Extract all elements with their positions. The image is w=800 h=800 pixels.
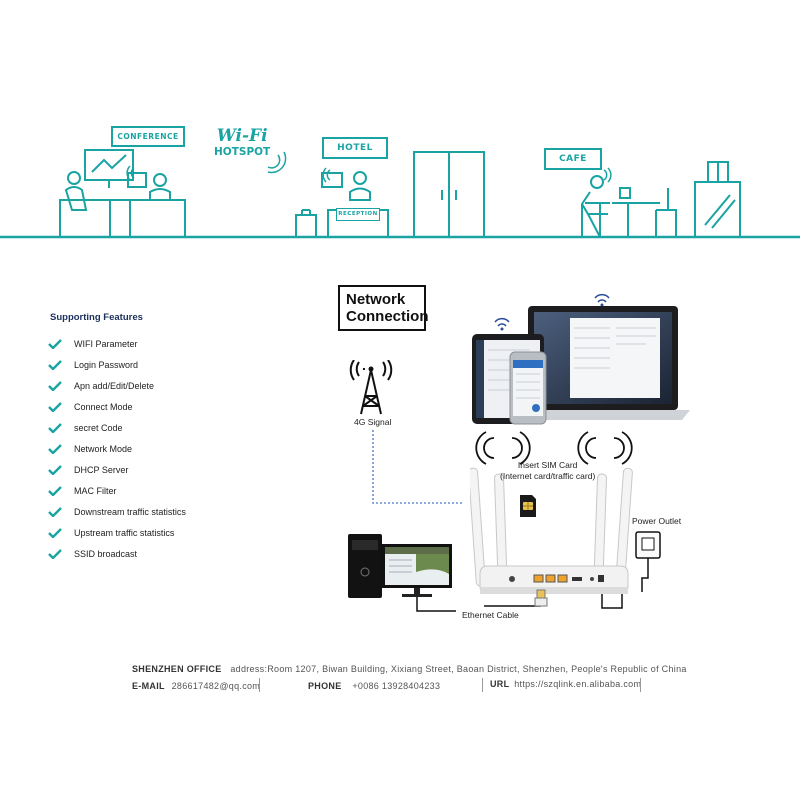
feature-label: secret Code bbox=[74, 422, 123, 433]
feature-label: SSID broadcast bbox=[74, 549, 138, 560]
wifi-logo-text: Wi-Fi bbox=[216, 126, 268, 146]
phone-line: PHONE +0086 13928404233 bbox=[308, 681, 440, 691]
ethernet-cable-label: Ethernet Cable bbox=[462, 610, 519, 620]
feature-label: Downstream traffic statistics bbox=[74, 507, 186, 518]
phone-value: +0086 13928404233 bbox=[352, 681, 441, 691]
feature-label: WIFI Parameter bbox=[74, 338, 138, 349]
feature-item: SSID broadcast bbox=[48, 544, 186, 565]
feature-label: MAC Filter bbox=[74, 486, 117, 497]
venue-banner-illustration bbox=[0, 149, 800, 239]
sim-label-line1: Insert SIM Card bbox=[517, 460, 578, 470]
reception-sign: RECEPTION bbox=[336, 208, 380, 221]
ethernet-plug-icon bbox=[534, 589, 548, 607]
feature-item: DHCP Server bbox=[48, 460, 186, 481]
phone-label: PHONE bbox=[308, 681, 342, 691]
feature-item: WIFI Parameter bbox=[48, 333, 186, 354]
feature-label: Login Password bbox=[74, 359, 139, 370]
router-illustration bbox=[470, 431, 633, 609]
check-icon bbox=[48, 549, 62, 560]
network-title-line2: Connection bbox=[346, 308, 429, 325]
email-value: 286617482@qq.com bbox=[171, 681, 261, 691]
power-outlet-icon bbox=[635, 531, 661, 592]
feature-item: Upstream traffic statistics bbox=[48, 523, 186, 544]
hotspot-logo-text: HOTSPOT bbox=[214, 146, 271, 158]
wifi-hotspot-logo: Wi-Fi HOTSPOT bbox=[214, 128, 270, 158]
url-value: https://szqlink.en.alibaba.com bbox=[514, 679, 642, 689]
check-icon bbox=[48, 338, 62, 349]
feature-label: Network Mode bbox=[74, 444, 133, 455]
feature-label: Apn add/Edit/Delete bbox=[74, 380, 155, 391]
cell-tower-icon bbox=[349, 360, 393, 415]
footer-divider bbox=[482, 678, 483, 692]
feature-item: Downstream traffic statistics bbox=[48, 502, 186, 523]
footer-divider bbox=[640, 678, 641, 692]
check-icon bbox=[48, 423, 62, 433]
feature-item: Connect Mode bbox=[48, 396, 186, 417]
check-icon bbox=[48, 359, 62, 370]
sim-card-label: Insert SIM Card (Internet card/traffic c… bbox=[500, 460, 595, 482]
check-icon bbox=[48, 486, 62, 497]
check-icon bbox=[48, 465, 62, 476]
check-icon bbox=[48, 528, 62, 539]
feature-item: Login Password bbox=[48, 354, 186, 375]
url-line: URL https://szqlink.en.alibaba.com bbox=[490, 679, 641, 689]
cafe-sign: CAFE bbox=[544, 148, 602, 170]
feature-label: DHCP Server bbox=[74, 465, 129, 476]
sim-label-line2: (Internet card/traffic card) bbox=[500, 471, 596, 481]
check-icon bbox=[48, 507, 62, 518]
feature-item: Network Mode bbox=[48, 438, 186, 459]
conference-sign: CONFERENCE bbox=[111, 126, 185, 147]
check-icon bbox=[48, 444, 62, 455]
office-address-line: SHENZHEN OFFICE address:Room 1207, Biwan… bbox=[132, 664, 687, 674]
wireless-link-line bbox=[372, 430, 463, 504]
client-devices-illustration bbox=[472, 293, 690, 425]
email-line: E-MAIL 286617482@qq.com bbox=[132, 681, 260, 691]
url-label: URL bbox=[490, 679, 510, 689]
footer-divider bbox=[259, 678, 260, 692]
check-icon bbox=[48, 380, 62, 391]
features-list: WIFI Parameter Login Password Apn add/Ed… bbox=[48, 333, 186, 565]
office-address: address:Room 1207, Biwan Building, Xixia… bbox=[230, 664, 687, 674]
office-label: SHENZHEN OFFICE bbox=[132, 664, 222, 674]
feature-item: MAC Filter bbox=[48, 481, 186, 502]
power-outlet-label: Power Outlet bbox=[632, 516, 682, 526]
email-label: E-MAIL bbox=[132, 681, 165, 691]
signal-label: 4G Signal bbox=[354, 417, 392, 427]
check-icon bbox=[48, 401, 62, 412]
feature-item: Apn add/Edit/Delete bbox=[48, 375, 186, 396]
feature-item: secret Code bbox=[48, 417, 186, 438]
features-title: Supporting Features bbox=[50, 312, 143, 323]
feature-label: Upstream traffic statistics bbox=[74, 528, 175, 539]
desktop-pc-illustration bbox=[348, 534, 456, 612]
hotel-sign: HOTEL bbox=[322, 137, 388, 159]
sim-card-icon bbox=[520, 495, 536, 517]
network-connection-title: Network Connection bbox=[338, 285, 429, 331]
feature-label: Connect Mode bbox=[74, 401, 133, 412]
network-title-line1: Network bbox=[346, 291, 406, 308]
